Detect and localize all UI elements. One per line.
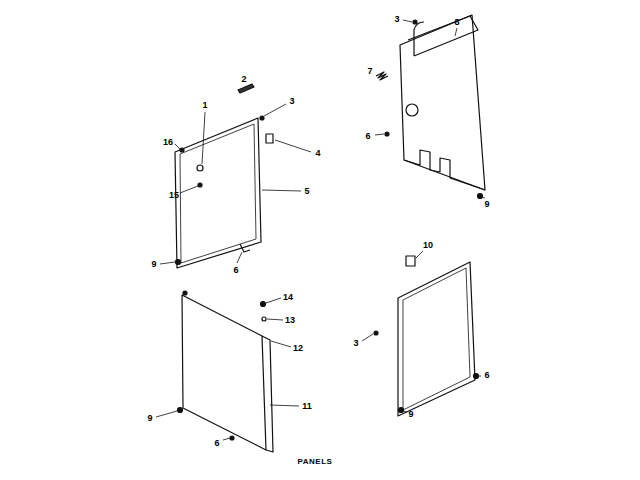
bracket-part	[266, 134, 273, 143]
side-panel	[398, 262, 475, 416]
callout-number: 15	[169, 191, 179, 200]
clip-part	[197, 165, 203, 171]
callout-number: 8	[454, 18, 459, 27]
callout-number: 6	[365, 132, 370, 141]
callout-number: 3	[394, 15, 399, 24]
callout-number: 10	[423, 241, 433, 250]
callout-number: 7	[367, 67, 372, 76]
callout-number: 3	[353, 339, 358, 348]
side-panel-inner	[403, 268, 470, 410]
callout-number: 13	[285, 316, 295, 325]
screw	[385, 132, 389, 136]
callout-number: 6	[484, 371, 489, 380]
screw	[261, 302, 266, 307]
screw	[180, 148, 184, 152]
screw	[478, 194, 483, 199]
callout-number: 9	[151, 260, 156, 269]
callout-number: 12	[293, 344, 303, 353]
callout-number: 6	[233, 266, 238, 275]
callout-number: 1	[202, 101, 207, 110]
callout-number: 9	[408, 410, 413, 419]
callout-number: 3	[289, 97, 294, 106]
back-hole	[406, 104, 418, 116]
back-cutouts	[404, 150, 485, 190]
callout-number: 9	[484, 200, 489, 209]
washer	[262, 317, 266, 321]
callout-number: 9	[147, 414, 152, 423]
callout-number: 14	[283, 293, 293, 302]
callout-number: 2	[241, 75, 246, 84]
leader-lines	[156, 20, 485, 440]
callout-number: 5	[304, 187, 309, 196]
callout-number: 16	[163, 138, 173, 147]
tab-part	[240, 244, 250, 252]
front-panel	[182, 295, 266, 450]
screw	[198, 183, 202, 187]
front-panel-edge	[262, 336, 273, 452]
callout-number: 4	[315, 149, 320, 158]
screw	[260, 116, 264, 120]
strip-part	[238, 84, 254, 93]
screw	[183, 291, 187, 295]
screw	[374, 331, 378, 335]
spring-part	[376, 72, 388, 80]
screw	[230, 436, 234, 440]
screw	[176, 260, 181, 265]
side-panel	[175, 118, 261, 268]
bracket-part	[406, 256, 415, 266]
screw	[474, 374, 479, 379]
callout-number: 6	[214, 439, 219, 448]
callout-number: 11	[302, 402, 312, 411]
screw	[399, 408, 404, 413]
back-panel	[400, 15, 485, 190]
caption: PANELS	[298, 458, 333, 466]
hose-part	[414, 22, 424, 56]
side-panel-inner	[180, 124, 256, 263]
back-flange	[408, 16, 478, 56]
screw	[413, 20, 417, 24]
screw	[178, 408, 183, 413]
